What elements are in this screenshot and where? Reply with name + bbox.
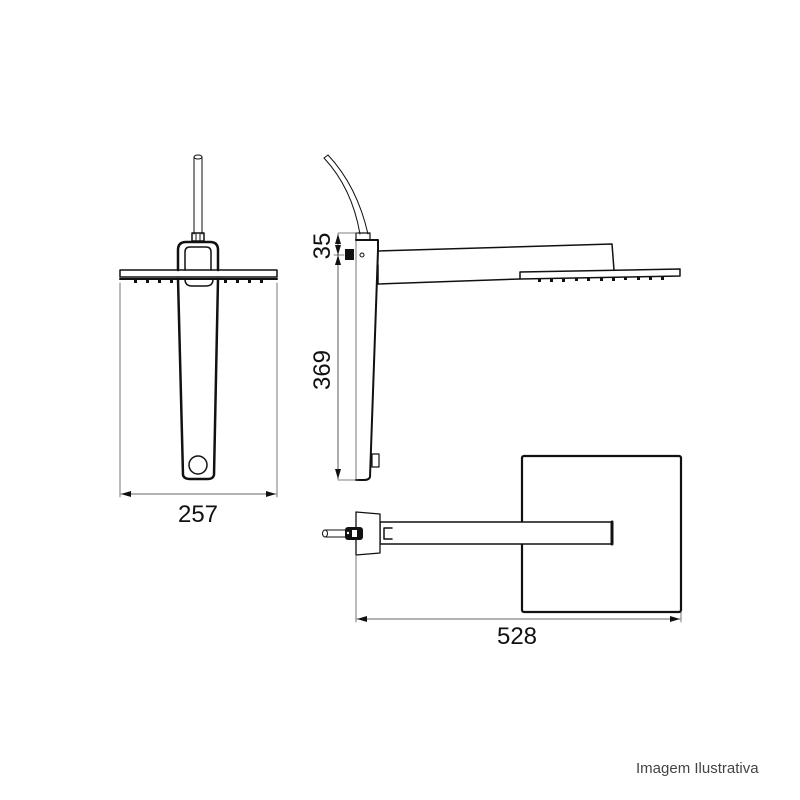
front-pipe: [191, 154, 205, 242]
side-shower-plate: [519, 268, 681, 282]
side-nozzles: [538, 277, 664, 282]
front-view: [119, 154, 278, 498]
top-length-label: 528: [497, 623, 537, 650]
top-length-dimension: [355, 554, 682, 623]
top-wall-plate: [322, 511, 393, 556]
front-width-dimension: [119, 282, 278, 498]
top-arm: [379, 520, 614, 546]
front-width-label: 257: [178, 501, 218, 528]
side-top-label: 35: [309, 233, 336, 260]
side-height-label: 369: [309, 350, 336, 390]
side-view: [323, 154, 681, 481]
illustrative-image-caption: Imagem Ilustrativa: [636, 760, 759, 777]
front-connector: [176, 240, 220, 272]
front-shower-plate: [119, 269, 278, 287]
side-hose: [323, 154, 369, 235]
side-arm: [377, 243, 615, 285]
front-arm: [176, 277, 220, 481]
top-view: [322, 454, 683, 623]
nozzles: [134, 279, 263, 283]
side-height-dimension: [333, 232, 359, 481]
side-wall-plate: [345, 232, 380, 481]
